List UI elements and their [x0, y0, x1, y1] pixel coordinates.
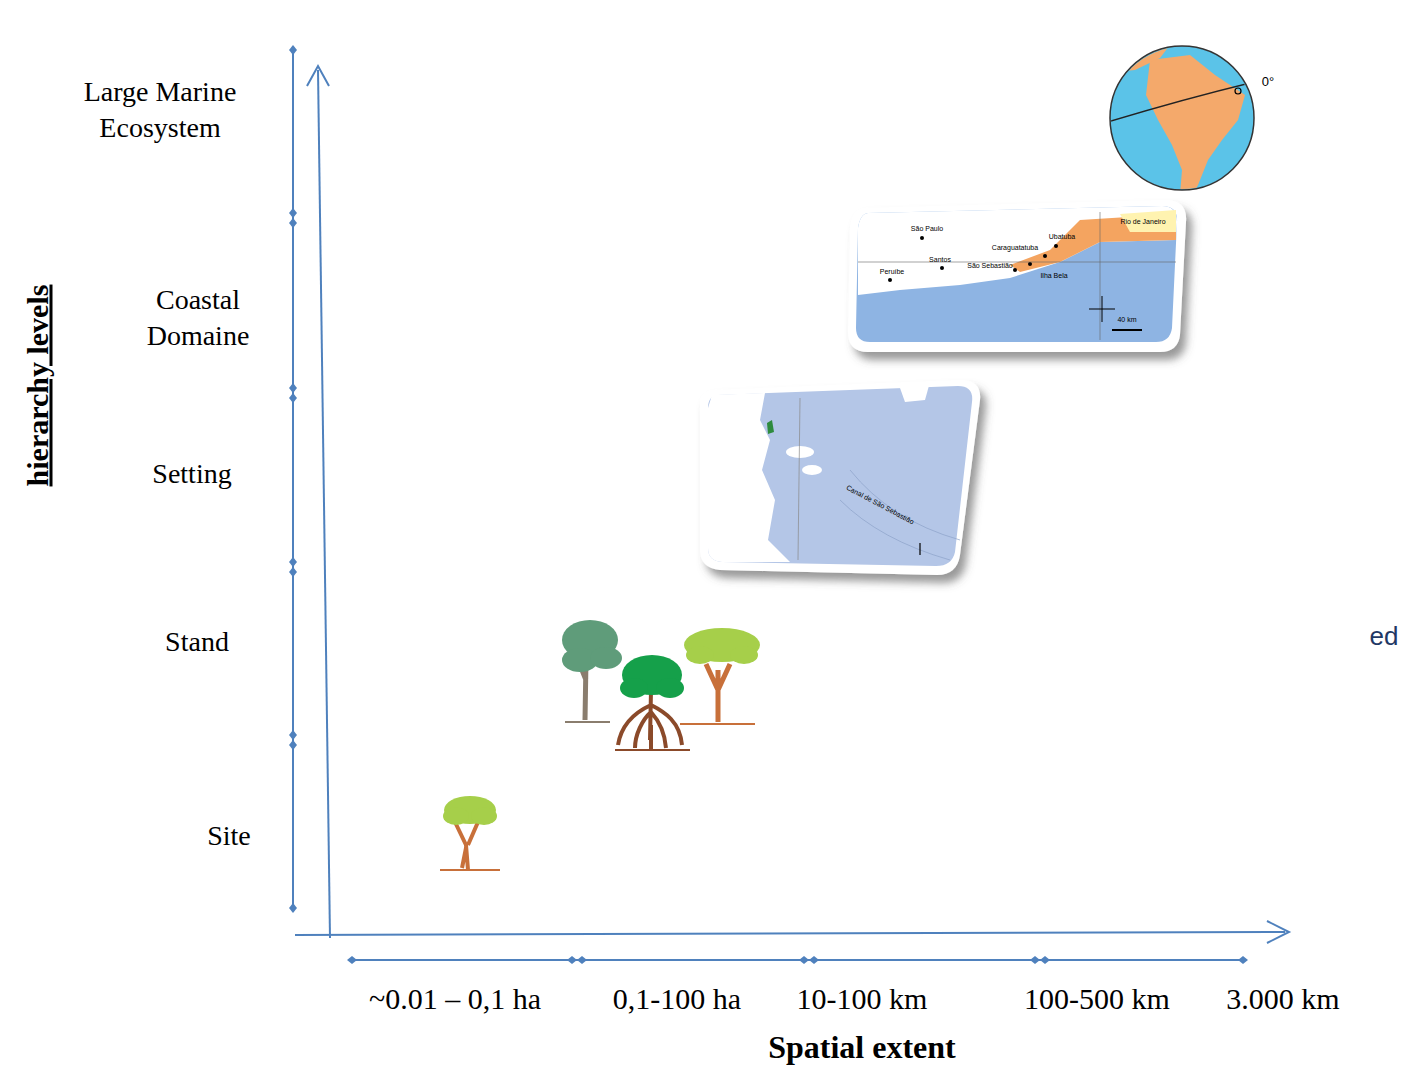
map-text: Peruíbe [872, 268, 912, 276]
tick-diamond [289, 730, 297, 740]
map-text: São Paulo [892, 225, 962, 233]
tick-diamond [567, 956, 577, 964]
site-tree [440, 796, 500, 870]
level-label: Large Marine Ecosystem [53, 74, 268, 147]
extent-label: 100-500 km [997, 979, 1197, 1018]
tick-diamond [347, 956, 357, 964]
tick-diamond [1040, 956, 1050, 964]
level-bar [293, 50, 294, 908]
coastal-map [848, 200, 1186, 352]
tick-diamond [289, 567, 297, 577]
fragment-text: ed [1369, 620, 1399, 654]
map-text: Ubatuba [1037, 233, 1087, 241]
extent-label: ~0.01 – 0,1 ha [345, 979, 565, 1018]
tick-diamond [289, 557, 297, 567]
axis-title: hierarchy levels [18, 225, 57, 545]
tick-diamond [799, 956, 809, 964]
extent-label: 3.000 km [1203, 979, 1363, 1018]
map-text: Ilha Bela [1034, 272, 1074, 280]
level-label: Coastal Domaine [123, 282, 273, 355]
level-label: Stand [122, 624, 272, 660]
tick-diamond [289, 903, 297, 913]
map-text: Caraguatatuba [980, 244, 1050, 252]
extent-label: 10-100 km [772, 979, 952, 1018]
map-text: São Sebastião [955, 262, 1025, 270]
map-text: 40 km [1107, 316, 1147, 324]
tick-diamond [1238, 956, 1248, 964]
setting-map [700, 380, 980, 575]
extent-ticks [347, 956, 1248, 964]
tick-diamond [289, 45, 297, 55]
extent-bar [352, 960, 1243, 961]
map-text: Rio de Janeiro [1108, 218, 1178, 226]
extent-label: 0,1-100 ha [587, 979, 767, 1018]
tick-diamond [1030, 956, 1040, 964]
level-label: Setting [117, 456, 267, 492]
level-label: Site [169, 818, 289, 854]
tick-diamond [289, 218, 297, 228]
map-text: Santos [920, 256, 960, 264]
axes [295, 66, 1289, 943]
level-ticks [289, 45, 297, 913]
tick-diamond [289, 740, 297, 750]
tick-diamond [289, 383, 297, 393]
globe [1108, 45, 1256, 200]
tick-diamond [577, 956, 587, 964]
stand-trees [562, 620, 760, 750]
tick-diamond [289, 393, 297, 403]
map-text: 0° [1253, 74, 1283, 91]
tick-diamond [289, 208, 297, 218]
axis-title: Spatial extent [712, 1027, 1012, 1069]
tick-diamond [809, 956, 819, 964]
